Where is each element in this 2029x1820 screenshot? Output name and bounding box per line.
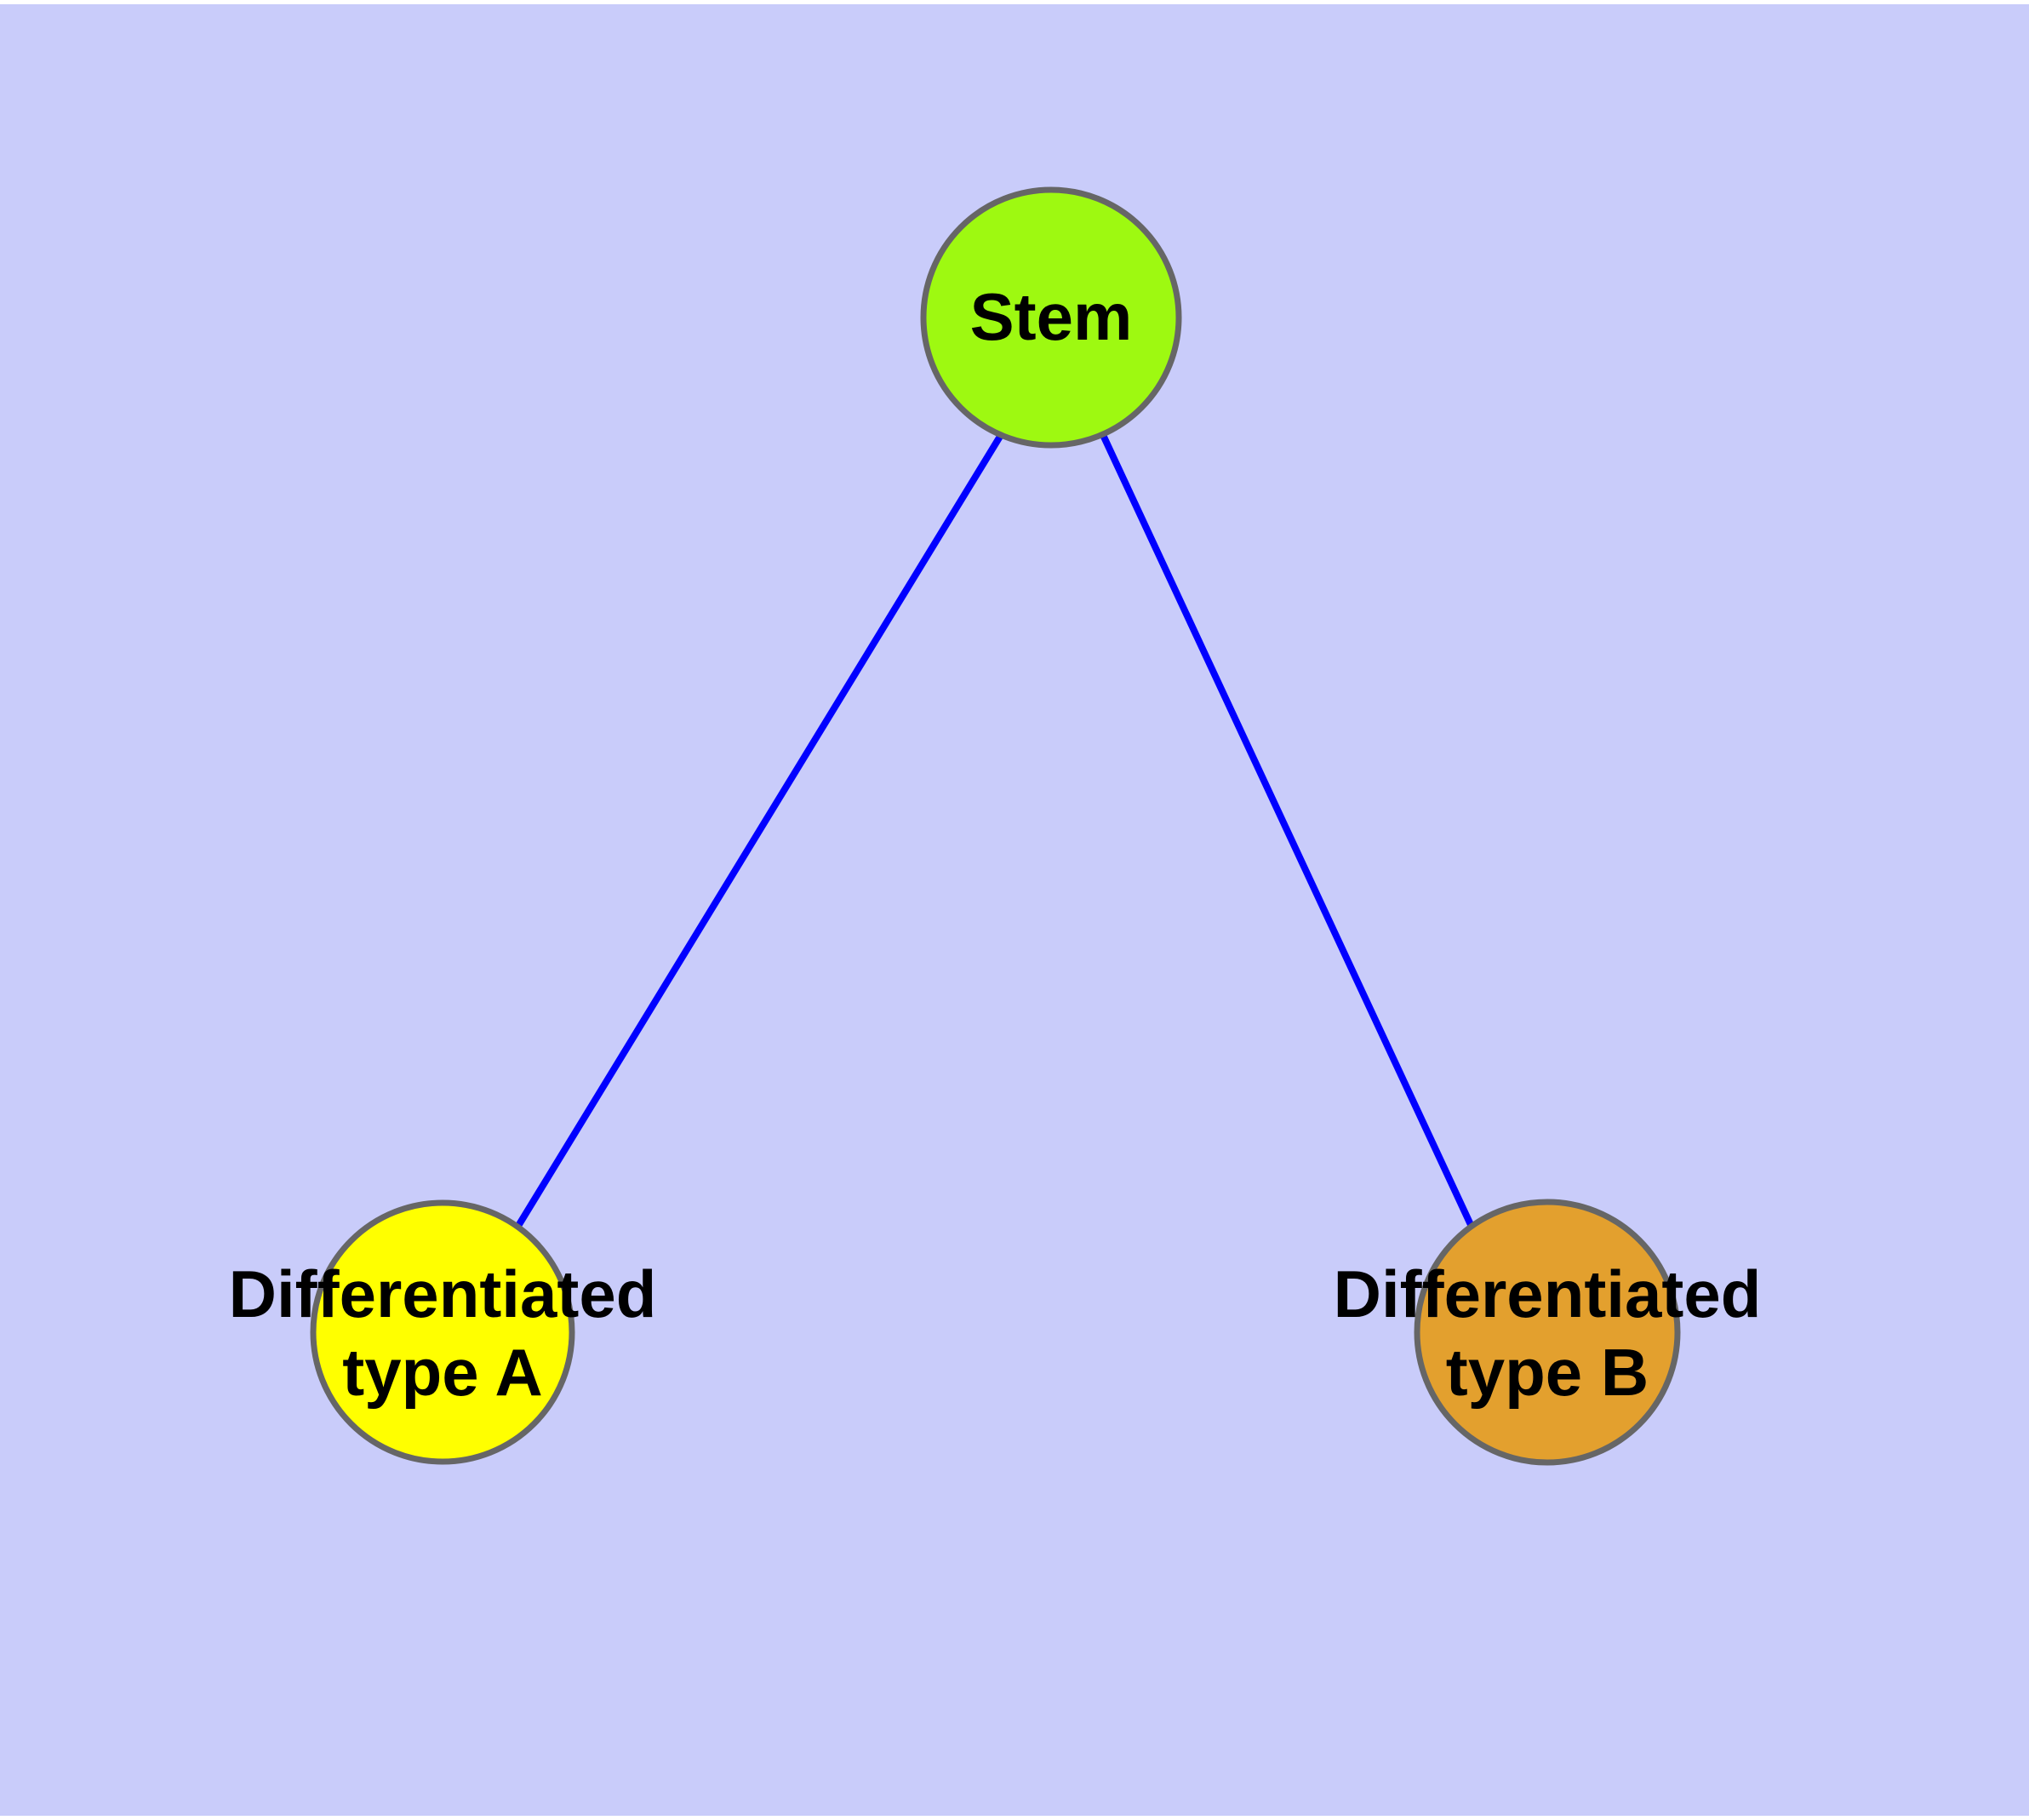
node-label-line: Stem [970, 279, 1133, 354]
node-label-line: Differentiated [1334, 1256, 1762, 1331]
node-label-stem: Stem [970, 279, 1133, 354]
graph-node-stem[interactable]: Stem [920, 186, 1182, 449]
node-label-line: type B [1446, 1335, 1649, 1410]
node-circle-diff_b[interactable] [1414, 1199, 1681, 1466]
graph-edge[interactable] [515, 432, 1004, 1228]
node-label-line: Differentiated [229, 1256, 657, 1331]
node-circle-stem[interactable] [920, 186, 1182, 449]
node-circle-diff_a[interactable] [310, 1199, 575, 1465]
graph-edge[interactable] [1100, 433, 1476, 1230]
node-label-line: type A [342, 1335, 543, 1410]
edges-layer [515, 432, 1476, 1230]
